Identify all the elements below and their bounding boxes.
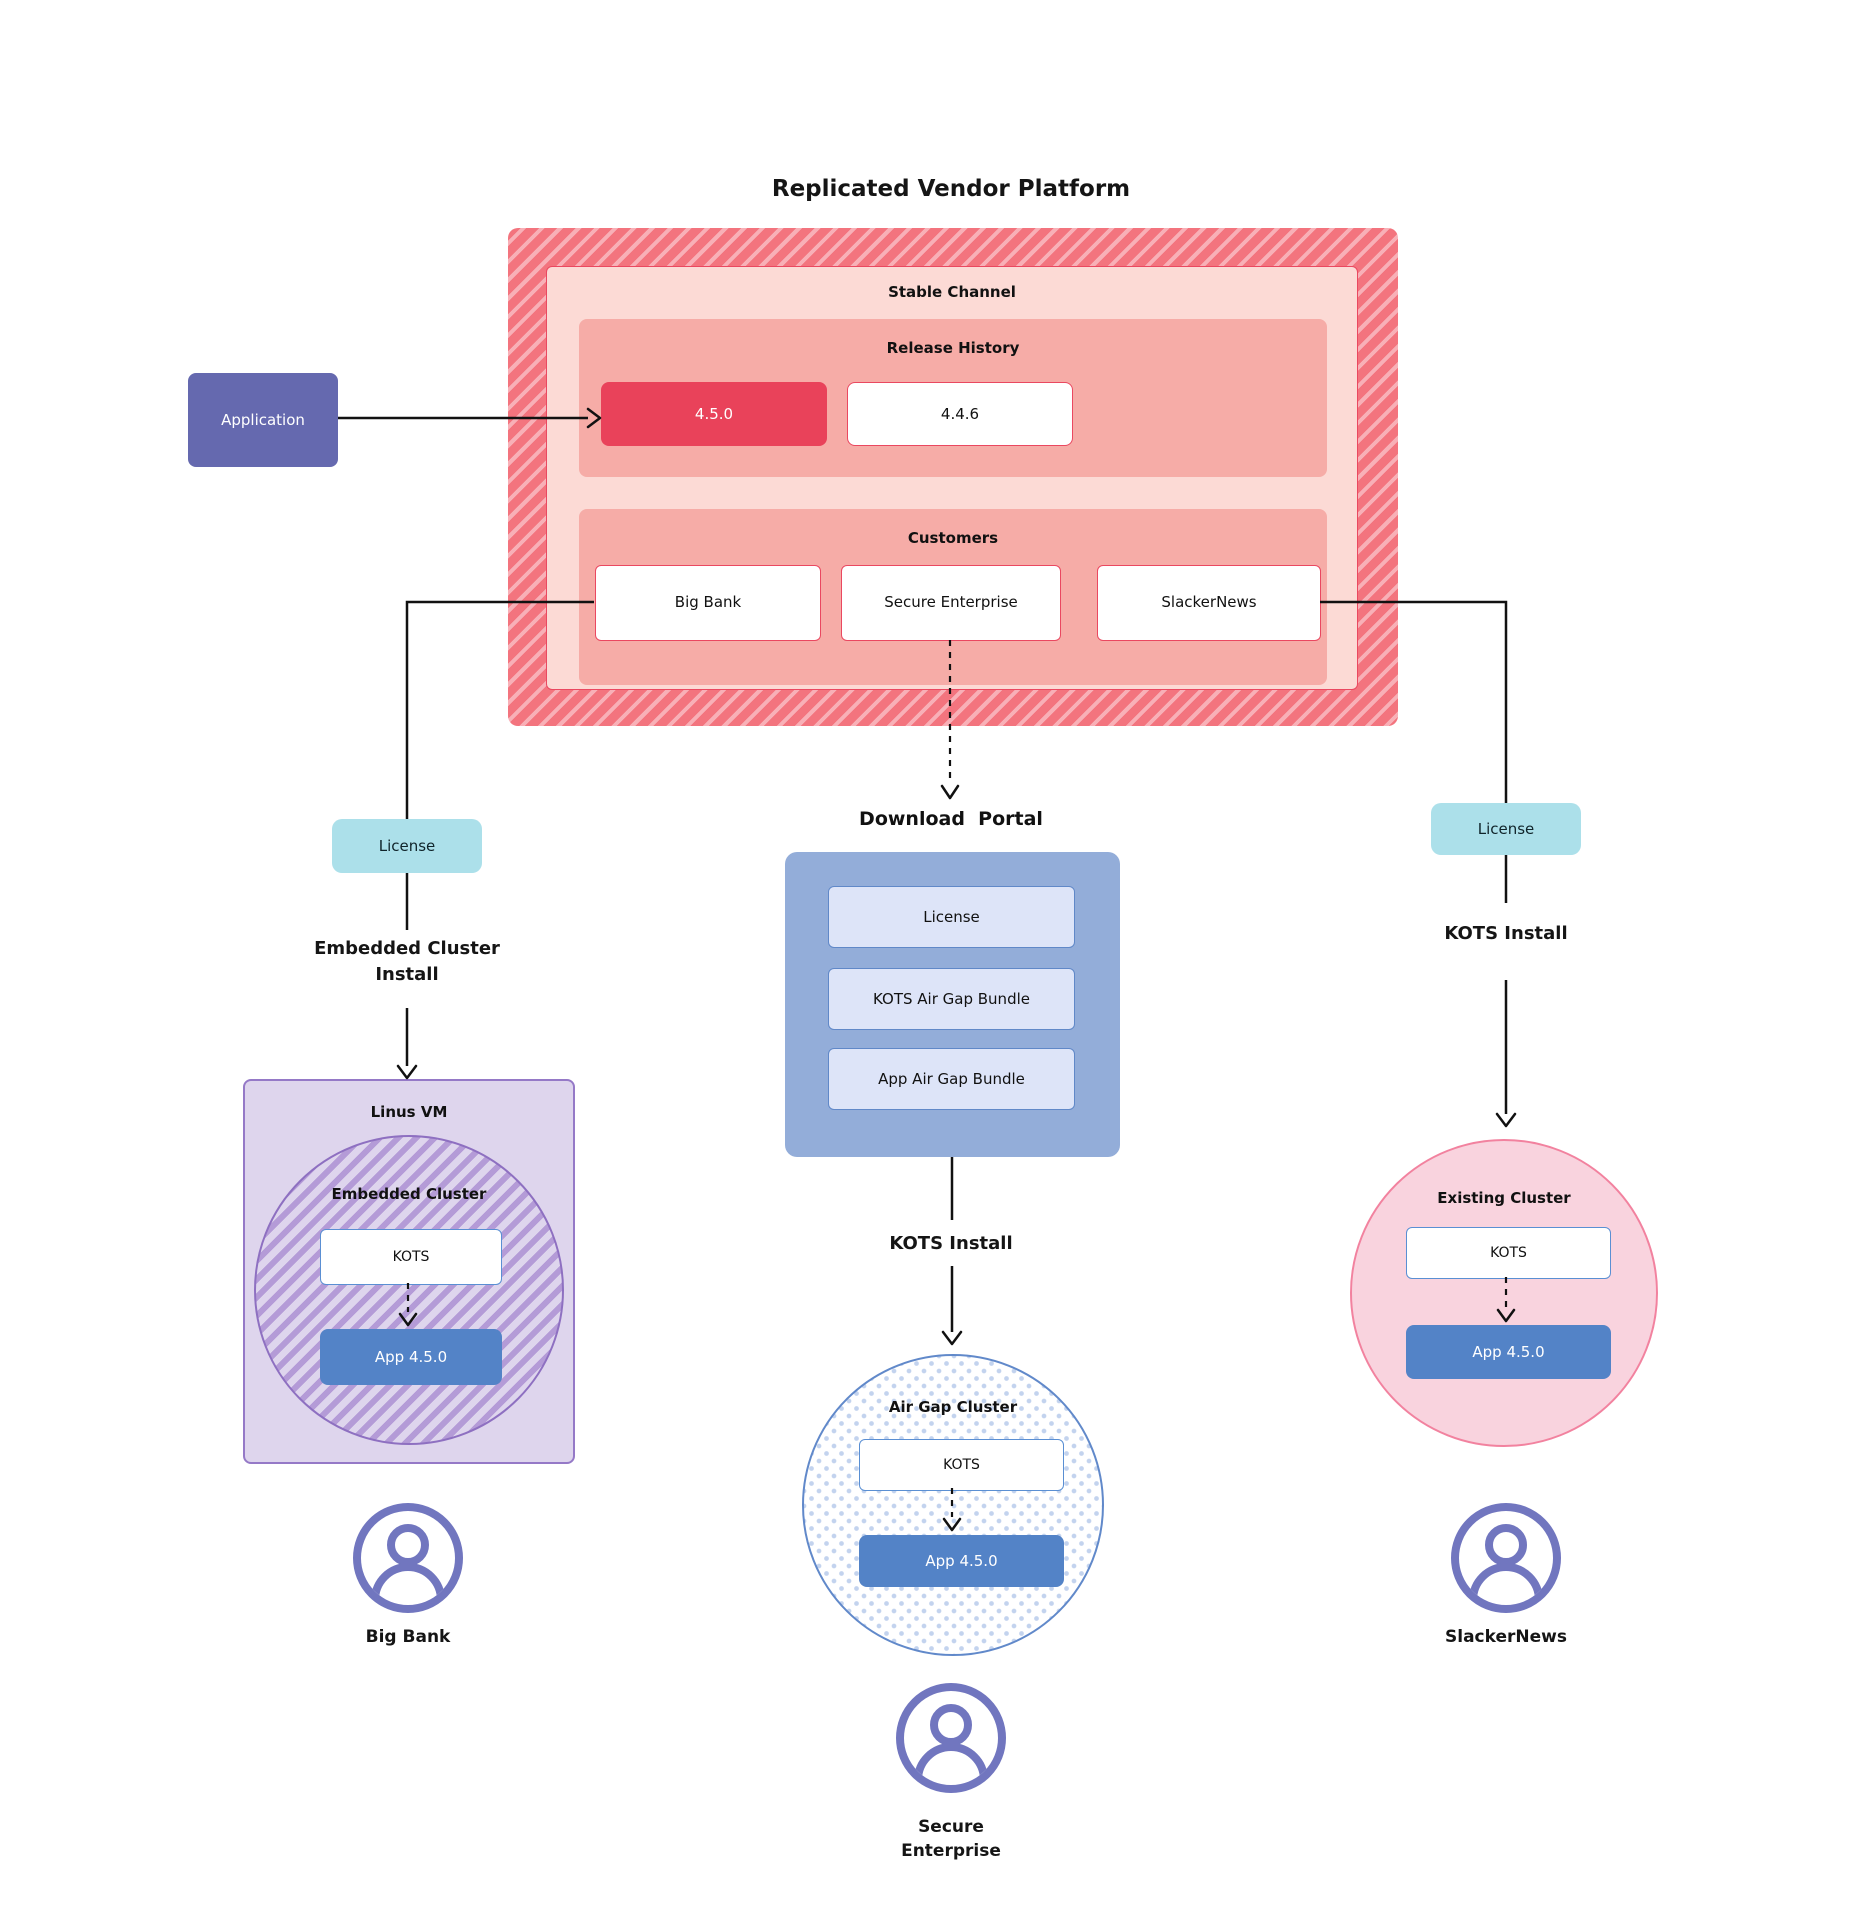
secure-enterprise-name-line1: Secure [918, 1817, 984, 1837]
release-4-5-0: 4.5.0 [601, 382, 827, 446]
vendor-platform-box: Stable Channel Release History 4.5.0 4.4… [508, 228, 1398, 726]
license-node-left: License [332, 819, 482, 873]
linus-vm-label: Linus VM [370, 1103, 448, 1121]
download-portal-label: Download Portal [859, 808, 1043, 830]
download-portal-box: License KOTS Air Gap Bundle App Air Gap … [785, 852, 1120, 1157]
user-icon-big-bank [353, 1503, 463, 1613]
kots-install-label-middle: KOTS Install [889, 1233, 1013, 1254]
arrowhead-existing [1495, 1112, 1517, 1128]
release-history-box: Release History 4.5.0 4.4.6 [579, 319, 1327, 477]
customers-label: Customers [907, 529, 999, 547]
embedded-cluster-install-line1: Embedded Cluster [314, 938, 500, 959]
customers-box: Customers Big Bank Secure Enterprise Sla… [579, 509, 1327, 685]
kots-node-existing: KOTS [1406, 1227, 1611, 1279]
existing-cluster-label: Existing Cluster [1437, 1189, 1571, 1207]
kots-node-airgap: KOTS [859, 1439, 1064, 1491]
air-gap-cluster-circle: Air Gap Cluster KOTS App 4.5.0 [802, 1354, 1104, 1656]
air-gap-cluster-label: Air Gap Cluster [888, 1398, 1018, 1416]
embedded-cluster-install-line2: Install [375, 964, 439, 986]
user-icon-slackernews [1451, 1503, 1561, 1613]
application-node: Application [188, 373, 338, 467]
user-icon-secure-enterprise [896, 1683, 1006, 1793]
embedded-cluster-install-label: Embedded Cluster Install [247, 936, 567, 988]
portal-item-kots-airgap-bundle: KOTS Air Gap Bundle [828, 968, 1075, 1030]
license-node-right: License [1431, 803, 1581, 855]
app-node-existing: App 4.5.0 [1406, 1325, 1611, 1379]
portal-item-app-airgap-bundle: App Air Gap Bundle [828, 1048, 1075, 1110]
kots-node-embedded: KOTS [320, 1229, 502, 1285]
slackernews-name: SlackerNews [1445, 1627, 1567, 1647]
diagram-title: Replicated Vendor Platform [771, 176, 1131, 202]
linus-vm-box: Linus VM Embedded Cluster KOTS App 4.5.0 [243, 1079, 575, 1464]
portal-item-license: License [828, 886, 1075, 948]
release-4-4-6: 4.4.6 [847, 382, 1073, 446]
release-history-label: Release History [886, 339, 1020, 357]
existing-cluster-circle: Existing Cluster KOTS App 4.5.0 [1350, 1139, 1658, 1447]
app-node-airgap: App 4.5.0 [859, 1535, 1064, 1587]
arrowhead-airgap [941, 1330, 963, 1346]
embedded-cluster-label: Embedded Cluster [331, 1185, 487, 1203]
arrowhead-portal [940, 784, 960, 800]
customer-big-bank: Big Bank [595, 565, 821, 641]
secure-enterprise-name: Secure Enterprise [851, 1816, 1051, 1864]
big-bank-name: Big Bank [365, 1627, 451, 1647]
secure-enterprise-name-line2: Enterprise [901, 1840, 1001, 1861]
arrowhead-vm [396, 1064, 418, 1080]
kots-install-label-right: KOTS Install [1444, 923, 1568, 944]
embedded-cluster-circle: Embedded Cluster KOTS App 4.5.0 [254, 1135, 564, 1445]
stable-channel-label: Stable Channel [888, 283, 1016, 301]
app-node-embedded: App 4.5.0 [320, 1329, 502, 1385]
customer-slackernews: SlackerNews [1097, 565, 1321, 641]
stable-channel-box: Stable Channel Release History 4.5.0 4.4… [546, 266, 1358, 690]
customer-secure-enterprise: Secure Enterprise [841, 565, 1061, 641]
